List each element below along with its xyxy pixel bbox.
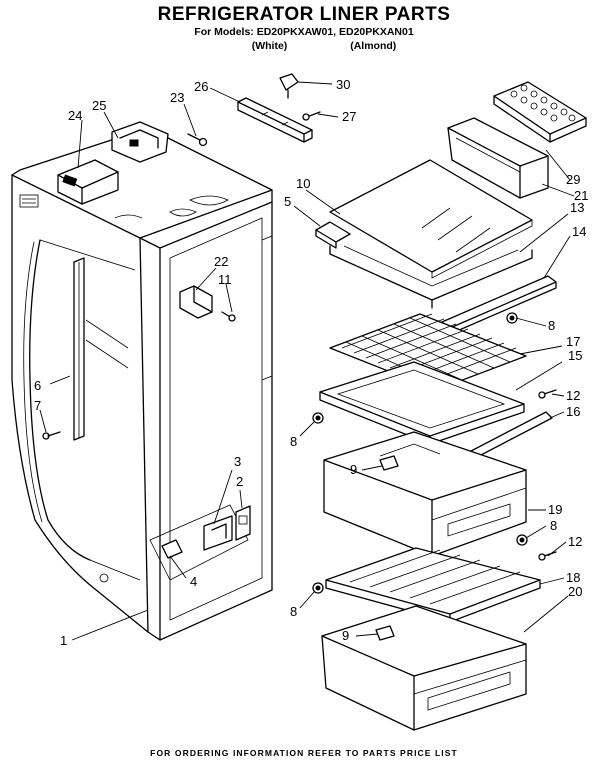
part-12-screw-b: [538, 551, 557, 561]
callout-c9a: 9: [350, 462, 357, 477]
callout-c13: 13: [570, 200, 584, 215]
callout-c6: 6: [34, 378, 41, 393]
part-8-screw-c: [516, 534, 528, 546]
part-4-clip: [161, 539, 183, 559]
callout-c8a: 8: [548, 318, 555, 333]
callout-c8b: 8: [290, 434, 297, 449]
part-29-egg-tray: [493, 81, 587, 143]
part-2-3-brackets: [203, 505, 251, 551]
callout-c30: 30: [336, 77, 350, 92]
callout-c8c: 8: [550, 518, 557, 533]
callout-c1: 1: [60, 633, 67, 648]
callout-c24: 24: [68, 108, 82, 123]
part-10-glass-shelf: [329, 159, 533, 279]
callout-c4: 4: [190, 574, 197, 589]
model-variants: (White) (Almond): [0, 40, 608, 52]
diagram-title: REFRIGERATOR LINER PARTS: [157, 4, 451, 25]
variant-white: (White): [251, 40, 288, 52]
callout-c27: 27: [342, 109, 356, 124]
callout-c8d: 8: [290, 604, 297, 619]
callout-c2: 2: [236, 474, 243, 489]
callout-c5: 5: [284, 194, 291, 209]
callout-c15: 15: [568, 348, 582, 363]
part-18-drawer-cover: [325, 547, 541, 623]
variant-almond: (Almond): [350, 40, 397, 52]
callout-c16: 16: [566, 404, 580, 419]
ordering-footer: FOR ORDERING INFORMATION REFER TO PARTS …: [150, 748, 458, 758]
callout-c12a: 12: [566, 388, 580, 403]
callout-c23: 23: [170, 90, 184, 105]
callout-c19: 19: [548, 502, 562, 517]
callout-c22: 22: [214, 254, 228, 269]
part-8-screw-a: [506, 312, 518, 324]
part-11-screw: [221, 311, 236, 322]
callout-c20: 20: [568, 584, 582, 599]
part-7-screw: [42, 431, 61, 440]
part-20-bottom-drawer: [321, 605, 527, 731]
part-9-slide-a: [379, 455, 399, 471]
part-26-top-rail: [237, 97, 313, 143]
part-8-screw-d: [312, 582, 324, 594]
part-13-shelf-frame: [329, 245, 533, 309]
part-17-wire-shelf: [329, 313, 527, 391]
callout-c18: 18: [566, 570, 580, 585]
part-23-screw: [187, 133, 208, 147]
callout-c12b: 12: [568, 534, 582, 549]
part-25-bracket: [111, 121, 169, 163]
leader-lines: [39, 81, 575, 641]
callout-c9b: 9: [342, 628, 349, 643]
callout-c10: 10: [296, 176, 310, 191]
part-21-dairy-bin: [447, 117, 549, 199]
models-line: For Models: ED20PKXAW01, ED20PKXAN01: [194, 26, 414, 38]
part-27-screw: [302, 111, 321, 121]
callout-c29: 29: [566, 172, 580, 187]
part-22-bracket: [179, 285, 213, 319]
part-24-control-housing: [57, 159, 119, 205]
part-9-slide-b: [375, 625, 395, 641]
part-14-shelf-rail: [441, 275, 557, 335]
part-15-crisper-cover: [319, 361, 525, 445]
callout-c11: 11: [218, 272, 232, 287]
callout-c17: 17: [566, 334, 580, 349]
part-12-screw-a: [538, 389, 557, 399]
callout-c21: 21: [574, 188, 588, 203]
part-8-screw-b: [312, 412, 324, 424]
callout-c25: 25: [92, 98, 106, 113]
part-30-clip: [279, 73, 299, 99]
cabinet-liner: [11, 127, 273, 641]
part-19-crisper-drawer: [323, 431, 527, 557]
callout-c14: 14: [572, 224, 586, 239]
callout-c7: 7: [34, 398, 41, 413]
callout-c3: 3: [234, 454, 241, 469]
part-5-shelf-rail: [315, 221, 351, 249]
callout-c26: 26: [194, 79, 208, 94]
